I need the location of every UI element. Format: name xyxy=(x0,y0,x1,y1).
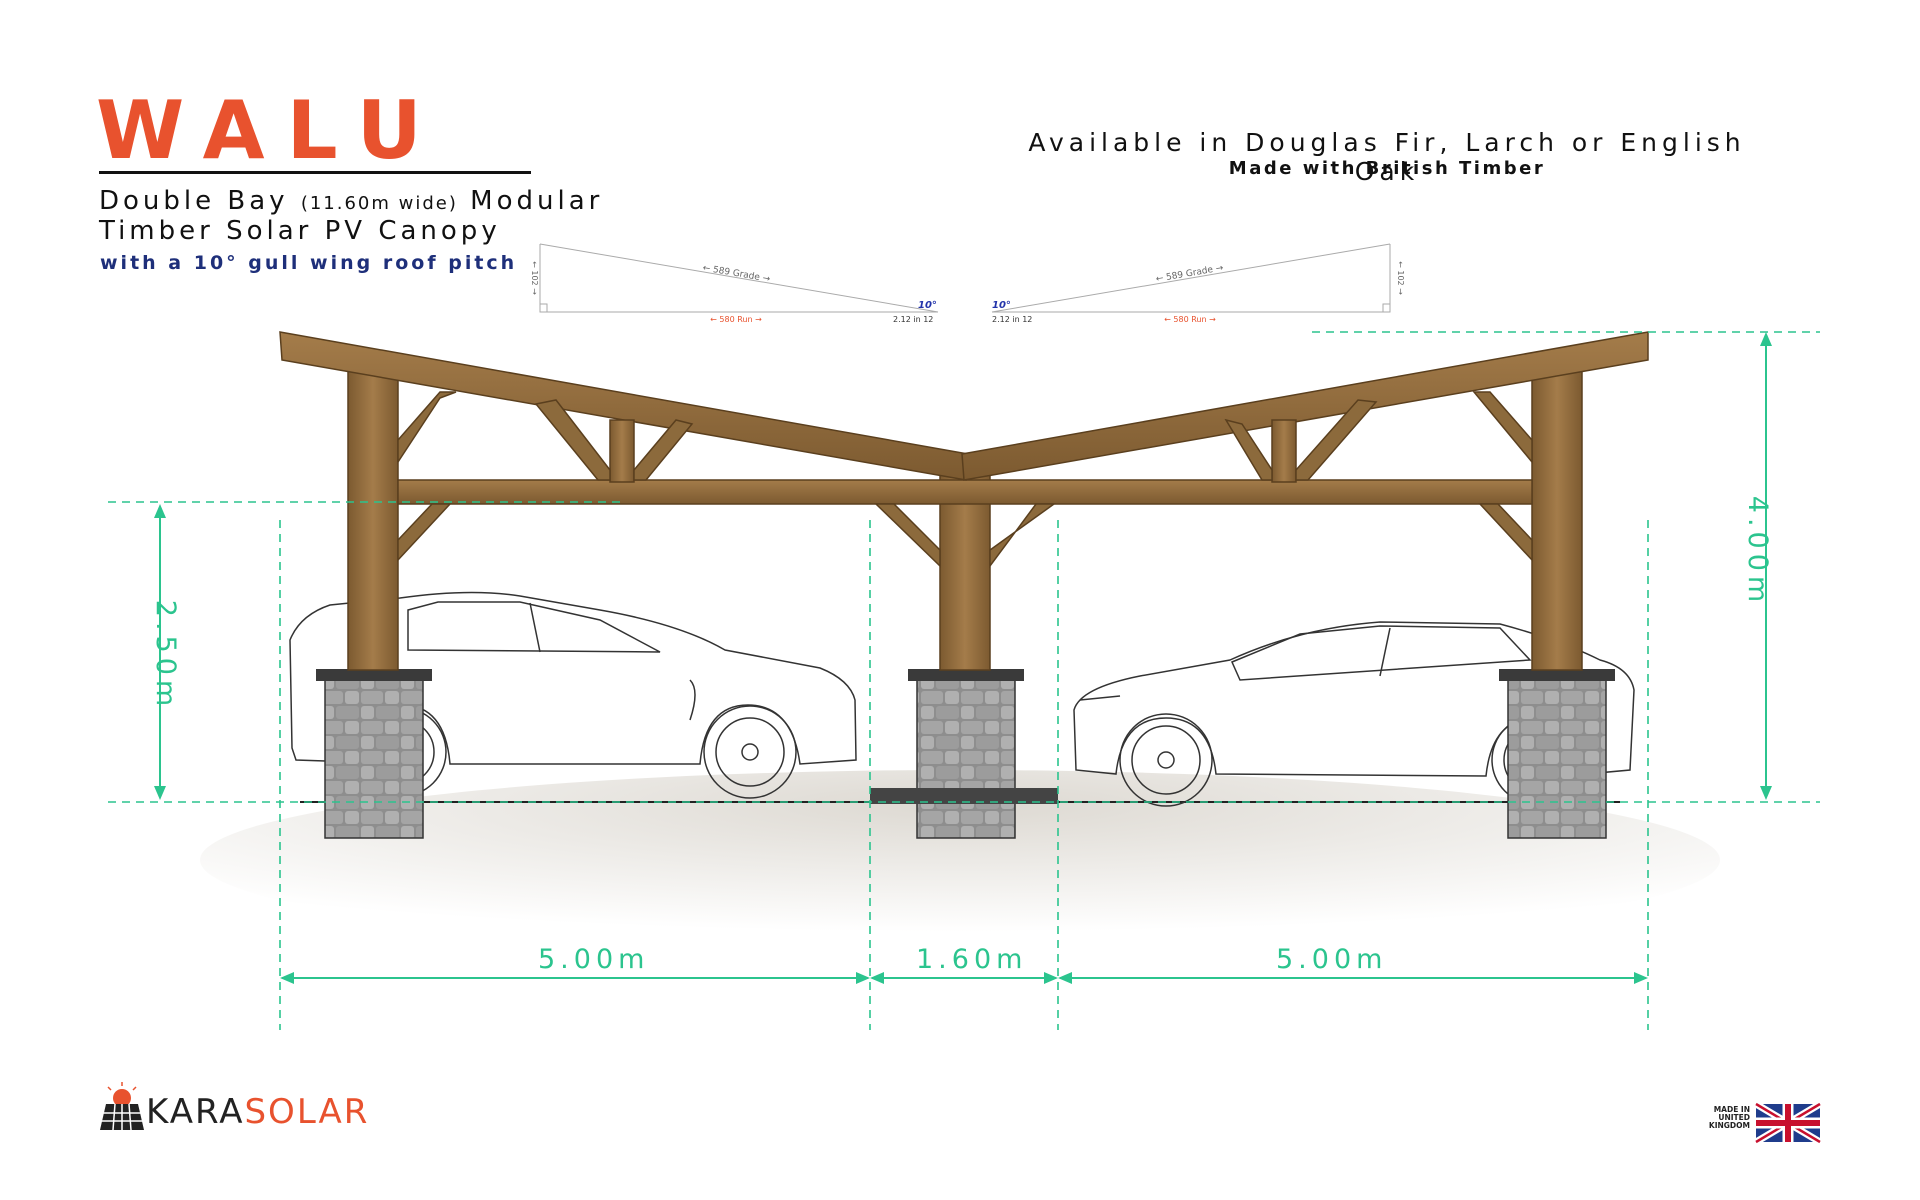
pillar-centre xyxy=(916,679,1016,839)
subtitle-line-1: Double Bay (11.60m wide) Modular xyxy=(99,186,603,216)
rafter-right xyxy=(961,331,1649,481)
dim-bay-right: 5.00m xyxy=(1276,944,1388,975)
timber-frame xyxy=(279,331,1649,671)
brace-7 xyxy=(1224,418,1273,481)
pitch-rise-label-left: ← 102 → xyxy=(530,261,539,295)
brace-6 xyxy=(989,503,1057,569)
subtitle-part-1: Double Bay xyxy=(99,186,289,216)
brace-9 xyxy=(1472,391,1533,465)
pitch-run-label-left: ← 580 Run → xyxy=(710,315,762,324)
pitch-diagram-right: ← 589 Grade → ← 580 Run → ← 102 → 10° 2.… xyxy=(991,243,1405,324)
dim-clear-height: 2.50m xyxy=(150,599,182,712)
brace-3 xyxy=(633,419,694,481)
brace-10 xyxy=(1478,503,1533,562)
brace-1 xyxy=(397,391,457,465)
dim-bay-left: 5.00m xyxy=(538,944,650,975)
subtitle-line-3: with a 10° gull wing roof pitch xyxy=(100,252,518,274)
post-right xyxy=(1531,369,1583,671)
post-left xyxy=(347,369,399,671)
subtitle-part-2: Modular xyxy=(470,186,604,216)
pillar-left xyxy=(324,679,424,839)
pitch-ratio-label-left: 2.12 in 12 xyxy=(893,315,933,324)
brace-2 xyxy=(534,399,611,481)
pitch-run-label-right: ← 580 Run → xyxy=(1164,315,1216,324)
dim-gap: 1.60m xyxy=(916,944,1028,975)
brace-5 xyxy=(874,503,941,568)
brand-logo: KARASOLAR xyxy=(146,1092,369,1132)
pitch-diagram-left: ← 589 Grade → ← 580 Run → ← 102 → 10° 2.… xyxy=(530,243,939,324)
strut-right xyxy=(1271,419,1297,483)
timber-availability: Available in Douglas Fir, Larch or Engli… xyxy=(1028,128,1746,186)
dimension-lines xyxy=(108,331,1820,1030)
pitch-angle-label-left: 10° xyxy=(918,300,937,311)
dim-overall-height: 4.00m xyxy=(1742,495,1774,608)
subtitle-width-note: (11.60m wide) xyxy=(300,193,458,214)
solar-panel-logo-icon xyxy=(100,1082,144,1131)
pitch-ratio-label-right: 2.12 in 12 xyxy=(992,315,1032,324)
pitch-angle-label-right: 10° xyxy=(992,300,1011,311)
pillar-right xyxy=(1507,679,1607,839)
ground-shadow xyxy=(200,770,1720,950)
centre-plinth xyxy=(870,788,1058,804)
pillar-cap-centre xyxy=(908,669,1024,681)
brand-logo-solar: SOLAR xyxy=(244,1092,370,1132)
pitch-grade-label-right: ← 589 Grade → xyxy=(1155,263,1224,284)
pillar-cap-right xyxy=(1499,669,1615,681)
british-timber-note: Made with British Timber xyxy=(1228,158,1546,179)
brace-8 xyxy=(1295,399,1378,481)
subtitle-line-2: Timber Solar PV Canopy xyxy=(99,216,501,246)
pitch-rise-label-right: ← 102 → xyxy=(1396,261,1405,295)
pillar-cap-left xyxy=(316,669,432,681)
brace-4 xyxy=(397,503,452,562)
title-underline xyxy=(99,171,531,174)
union-jack-flag-icon xyxy=(1754,1100,1822,1146)
made-in-uk-label: MADE IN UNITED KINGDOM xyxy=(1708,1105,1750,1130)
post-centre xyxy=(939,473,991,671)
pitch-grade-label-left: ← 589 Grade → xyxy=(702,263,771,284)
stone-pillars xyxy=(316,669,1615,839)
tie-beam xyxy=(397,479,1533,505)
strut-left xyxy=(609,419,635,483)
page-title: WALU xyxy=(96,84,444,177)
brand-logo-kara: KARA xyxy=(146,1092,245,1132)
